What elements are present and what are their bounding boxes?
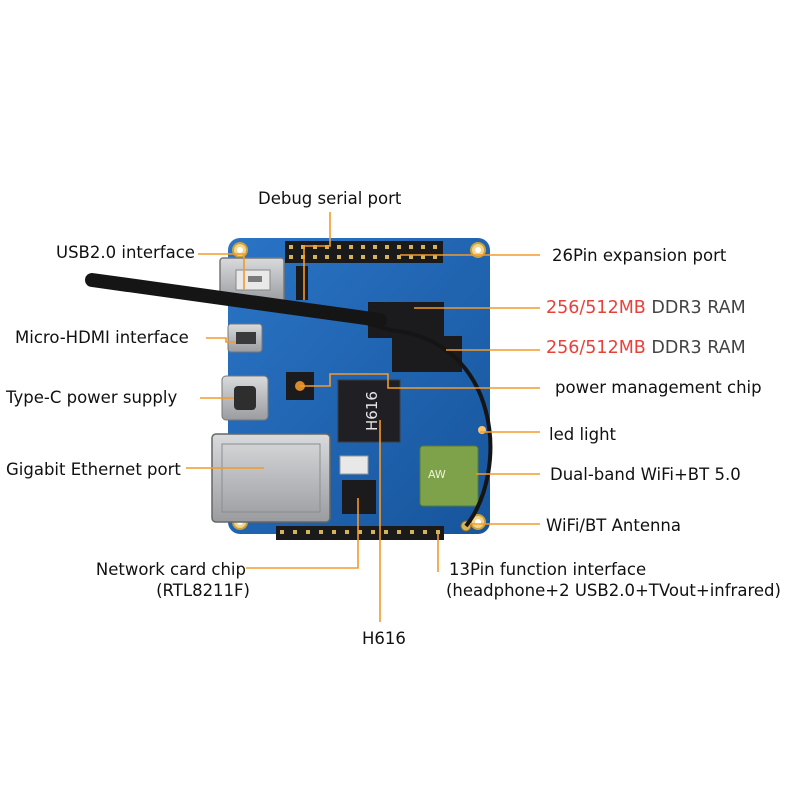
ram-1-type: DDR3 RAM	[651, 298, 746, 318]
leader-lines	[186, 212, 540, 622]
label-wifi-bt: Dual-band WiFi+BT 5.0	[550, 465, 741, 484]
soc-chip-marking: H616	[363, 391, 381, 431]
label-power-management-chip: power management chip	[555, 378, 762, 397]
label-wifi-bt-antenna: WiFi/BT Antenna	[546, 516, 682, 535]
ram-2-size: 256/512MB	[546, 338, 646, 358]
label-network-card-chip-model: (RTL8211F)	[156, 581, 250, 600]
label-13pin-function: 13Pin function interface	[449, 560, 647, 579]
label-gigabit-ethernet: Gigabit Ethernet port	[6, 460, 181, 479]
label-h616: H616	[362, 629, 406, 648]
debug-serial-header	[296, 266, 308, 300]
13pin-header	[276, 526, 444, 540]
label-ram-1: 256/512MB DDR3 RAM	[546, 298, 746, 318]
antenna-body	[85, 273, 387, 327]
label-network-card-chip: Network card chip	[95, 560, 246, 579]
label-26pin-expansion: 26Pin expansion port	[552, 246, 727, 265]
label-ram-2: 256/512MB DDR3 RAM	[546, 338, 746, 358]
label-type-c-power: Type-C power supply	[6, 388, 178, 407]
ethernet-port	[211, 433, 331, 523]
26pin-header	[285, 241, 443, 263]
network-chip	[342, 480, 376, 514]
label-led-light: led light	[549, 425, 617, 444]
ram-2-type: DDR3 RAM	[651, 338, 746, 358]
wifi-module	[419, 445, 479, 507]
label-13pin-function-detail: (headphone+2 USB2.0+TVout+infrared)	[446, 581, 781, 600]
label-debug-serial-port: Debug serial port	[258, 189, 402, 208]
wifi-module-marking: AW	[428, 468, 446, 481]
ram-1-size: 256/512MB	[546, 298, 646, 318]
label-usb20-interface: USB2.0 interface	[56, 243, 195, 262]
label-micro-hdmi: Micro-HDMI interface	[15, 328, 189, 347]
soc-chip	[337, 379, 401, 443]
